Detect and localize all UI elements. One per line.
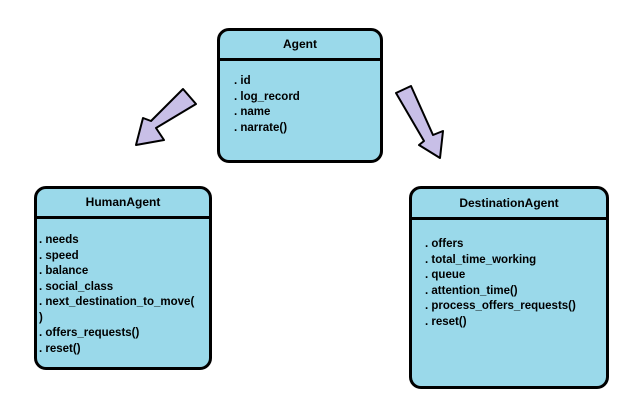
agent-member: log_record [234,90,380,106]
destination-agent-member: offers [425,237,606,253]
destination-agent-member-list: offers total_time_working queue attentio… [412,220,606,330]
human-agent-member: balance [39,264,211,280]
human-agent-member: next_destination_to_move( [39,295,211,311]
destination-agent-member: reset() [425,315,606,331]
human-agent-member: offers_requests() [39,326,211,342]
destination-agent-member: process_offers_requests() [425,299,606,315]
right-arrow-icon [395,85,444,159]
agent-member: id [234,74,380,90]
human-agent-member-list: needs speed balance social_class next_de… [37,219,211,357]
human-agent-member: reset() [39,342,211,358]
agent-member: name [234,105,380,121]
left-arrow-icon [135,88,197,146]
agent-member: narrate() [234,121,380,137]
agent-class-box: Agent id log_record name narrate() [217,28,383,163]
human-agent-member-continuation: ) [39,311,43,324]
destination-agent-member: total_time_working [425,253,606,269]
human-agent-class-title: HumanAgent [37,189,209,219]
human-agent-member: needs [39,233,211,249]
human-agent-member: social_class [39,280,211,296]
human-agent-class-box: HumanAgent needs speed balance social_cl… [34,186,212,370]
agent-member-list: id log_record name narrate() [220,61,380,136]
destination-agent-class-box: DestinationAgent offers total_time_worki… [409,186,609,389]
agent-class-title: Agent [220,31,380,61]
destination-agent-class-title: DestinationAgent [412,189,606,220]
destination-agent-member: attention_time() [425,284,606,300]
human-agent-member: speed [39,249,211,265]
destination-agent-member: queue [425,268,606,284]
